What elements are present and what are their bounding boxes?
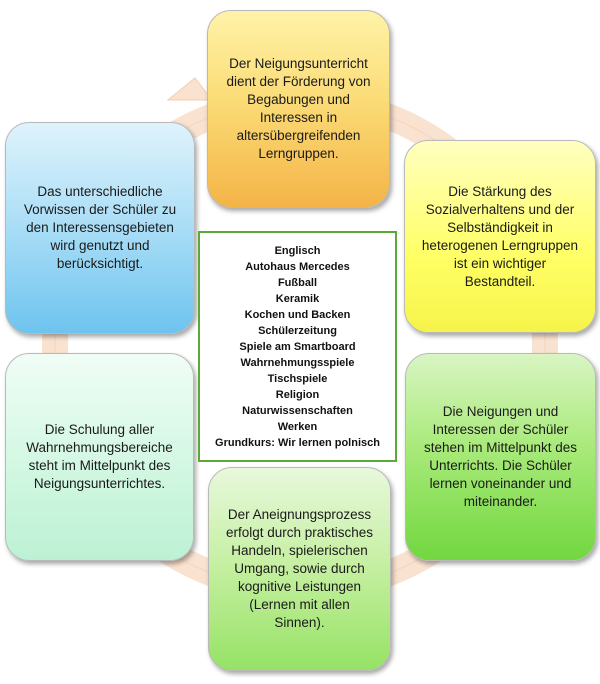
- course-item: Schülerzeitung: [258, 324, 337, 337]
- box-prior-knowledge-text: Das unterschiedliche Vorwissen der Schül…: [23, 184, 177, 271]
- box-perception-training-text: Die Schulung aller Wahrnehmungsbereiche …: [26, 422, 173, 491]
- course-item: Englisch: [274, 244, 321, 257]
- course-item: Grundkurs: Wir lernen polnisch: [215, 436, 380, 449]
- course-item: Fußball: [277, 276, 318, 289]
- course-item: Keramik: [275, 292, 320, 305]
- box-promotion-text: Der Neigungsunterricht dient der Förderu…: [226, 56, 371, 161]
- course-item: Wahrnehmungsspiele: [240, 356, 355, 369]
- course-item: Naturwissenschaften: [242, 404, 353, 417]
- course-item: Autohaus Mercedes: [245, 260, 350, 273]
- course-list: Englisch Autohaus Mercedes Fußball Keram…: [198, 231, 397, 462]
- box-prior-knowledge: Das unterschiedliche Vorwissen der Schül…: [5, 122, 195, 334]
- box-acquisition-process-text: Der Aneignungsprozess erfolgt durch prak…: [225, 507, 374, 630]
- box-interests-focus: Die Neigungen und Interessen der Schüler…: [405, 353, 596, 561]
- course-item: Spiele am Smartboard: [239, 340, 356, 353]
- box-interests-focus-text: Die Neigungen und Interessen der Schüler…: [423, 404, 578, 509]
- box-acquisition-process: Der Aneignungsprozess erfolgt durch prak…: [208, 467, 391, 671]
- box-perception-training: Die Schulung aller Wahrnehmungsbereiche …: [5, 353, 194, 561]
- cycle-arrowhead: [166, 77, 214, 101]
- box-promotion: Der Neigungsunterricht dient der Förderu…: [207, 10, 390, 208]
- course-item: Kochen und Backen: [244, 308, 351, 321]
- box-social-behavior-text: Die Stärkung des Sozialverhaltens und de…: [421, 183, 579, 289]
- box-social-behavior: Die Stärkung des Sozialverhaltens und de…: [404, 140, 596, 333]
- course-item: Tischspiele: [267, 372, 328, 385]
- course-item: Religion: [275, 388, 320, 401]
- course-item: Werken: [277, 420, 318, 433]
